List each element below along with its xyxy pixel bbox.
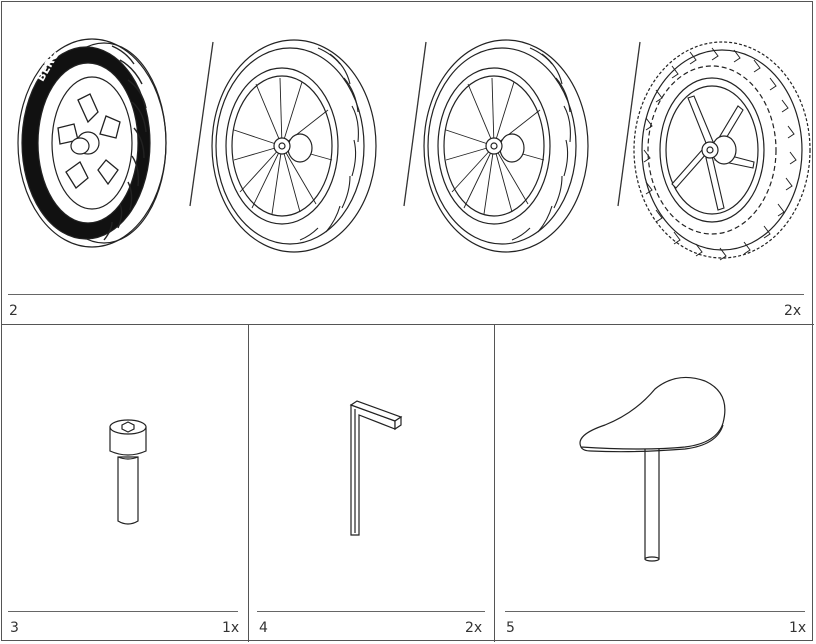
quantity-hex-key: 2x [465, 620, 483, 636]
quantity-bolt: 1x [222, 620, 240, 636]
spoked-wheel-illustration-2 [423, 39, 589, 253]
panel-number-bolt: 3 [10, 620, 19, 636]
knobby-tyre-wheel-illustration [633, 41, 811, 261]
panel-number-saddle: 5 [506, 620, 515, 636]
panel-number-wheels: 2 [9, 303, 18, 319]
panel-bolt-rule [8, 611, 238, 612]
panel-hex-key: 4 2x [249, 325, 494, 643]
column-divider-1 [248, 324, 249, 642]
panel-number-hex-key: 4 [259, 620, 268, 636]
panel-saddle: 5 1x [495, 325, 815, 643]
saddle-illustration [579, 376, 726, 562]
row-divider [1, 324, 814, 325]
separator-slashes [189, 41, 641, 207]
quantity-wheels: 2x [784, 303, 802, 319]
column-divider-2 [494, 324, 495, 642]
spoked-wheel-illustration-1 [211, 39, 377, 253]
quantity-saddle: 1x [789, 620, 807, 636]
panel-wheels-rule [8, 294, 804, 295]
panel-saddle-rule [505, 611, 805, 612]
panel-bolt: 3 1x [0, 325, 248, 643]
berg-tyre-wheel-illustration: BERG [17, 38, 167, 248]
socket-head-bolt-illustration [109, 419, 147, 525]
panel-wheels: BERG [8, 38, 811, 319]
panel-hex-key-rule [257, 611, 485, 612]
hex-key-illustration [349, 400, 403, 536]
